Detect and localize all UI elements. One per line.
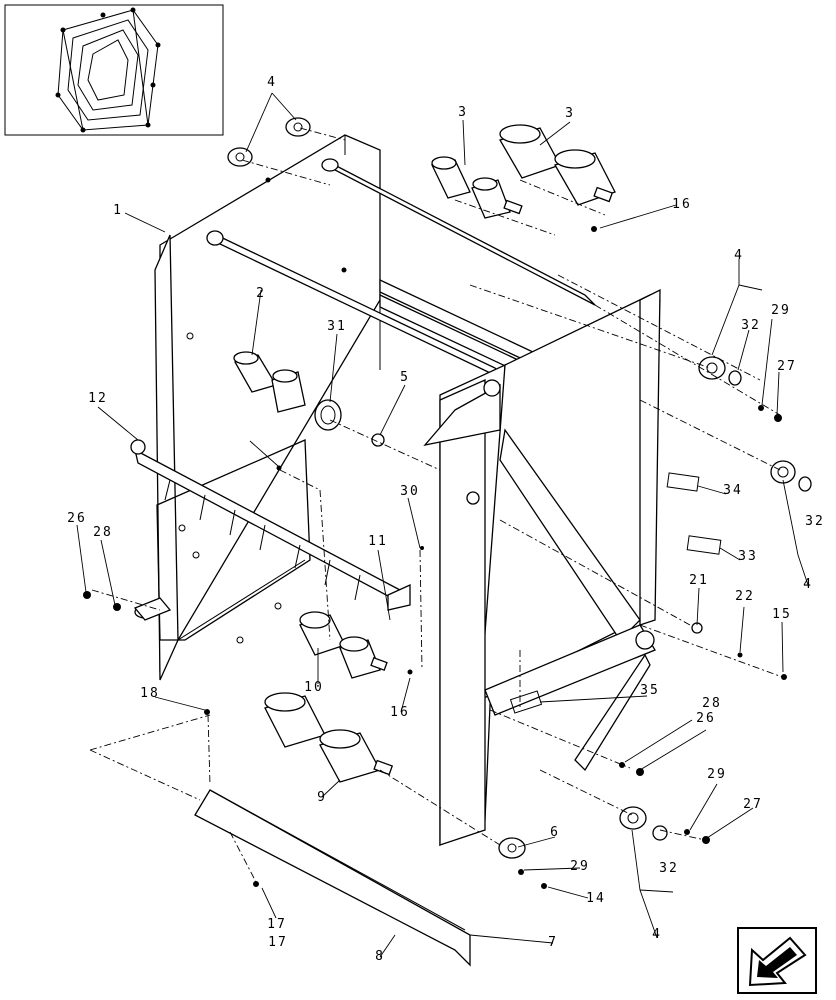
leader-lines	[76, 92, 809, 958]
callout-4: 4	[652, 927, 662, 942]
callout-26: 26	[67, 511, 87, 526]
bearing-6	[498, 837, 526, 859]
callout-14: 14	[586, 891, 606, 906]
bearing-4-top-b	[285, 117, 311, 137]
callout-10: 10	[304, 680, 324, 695]
callout-28: 28	[93, 525, 113, 540]
callout-27: 27	[743, 797, 763, 812]
callout-3: 3	[565, 106, 575, 121]
callout-9: 9	[317, 790, 327, 805]
callout-29: 29	[570, 859, 590, 874]
callout-33: 33	[738, 549, 758, 564]
callout-4: 4	[734, 248, 744, 263]
callout-7: 7	[548, 935, 558, 950]
roller-9	[264, 692, 394, 783]
bearing-4-top-a	[227, 147, 253, 167]
callout-1: 1	[113, 203, 123, 218]
callout-32: 32	[659, 861, 679, 876]
callout-2: 2	[256, 286, 266, 301]
callout-16: 16	[390, 705, 410, 720]
upper-cross-tubes	[206, 158, 596, 389]
callout-32: 32	[805, 514, 825, 529]
callout-21: 21	[689, 573, 709, 588]
callout-18: 18	[140, 686, 160, 701]
callout-26: 26	[696, 711, 716, 726]
callout-31: 31	[327, 319, 347, 334]
roller-2	[233, 351, 306, 413]
callout-4: 4	[267, 75, 277, 90]
callout-17: 17	[267, 917, 287, 932]
overview-thumbnail[interactable]	[4, 4, 224, 136]
callout-6: 6	[550, 825, 560, 840]
callout-34: 34	[723, 483, 743, 498]
previous-page-arrow-icon[interactable]	[737, 927, 817, 994]
callout-12: 12	[88, 391, 108, 406]
callout-4: 4	[803, 577, 813, 592]
callout-5: 5	[400, 370, 410, 385]
roller-3b	[499, 124, 616, 206]
roller-10	[299, 611, 388, 679]
lower-frame	[156, 439, 471, 967]
bearing-4-right-a	[698, 356, 726, 380]
callout-29: 29	[771, 303, 791, 318]
roller-3a	[431, 156, 523, 219]
callout-8: 8	[375, 949, 385, 964]
callout-32: 32	[741, 318, 761, 333]
bearing-4-right-b	[770, 460, 796, 484]
assembly-lines	[89, 127, 786, 883]
callout-16: 16	[672, 197, 692, 212]
callout-17: 17	[268, 935, 288, 950]
left-side-frame	[154, 134, 381, 681]
roller-31	[314, 399, 342, 431]
rollers	[133, 124, 616, 783]
callout-27: 27	[777, 359, 797, 374]
callout-29: 29	[707, 767, 727, 782]
stripper-bar-assembly	[130, 439, 411, 611]
callout-11: 11	[368, 534, 388, 549]
right-side-frame	[423, 288, 722, 847]
callout-15: 15	[772, 607, 792, 622]
callout-35: 35	[640, 683, 660, 698]
callout-30: 30	[400, 484, 420, 499]
callout-28: 28	[702, 696, 722, 711]
callout-22: 22	[735, 589, 755, 604]
callout-3: 3	[458, 105, 468, 120]
bearing-4-lower	[619, 806, 647, 830]
